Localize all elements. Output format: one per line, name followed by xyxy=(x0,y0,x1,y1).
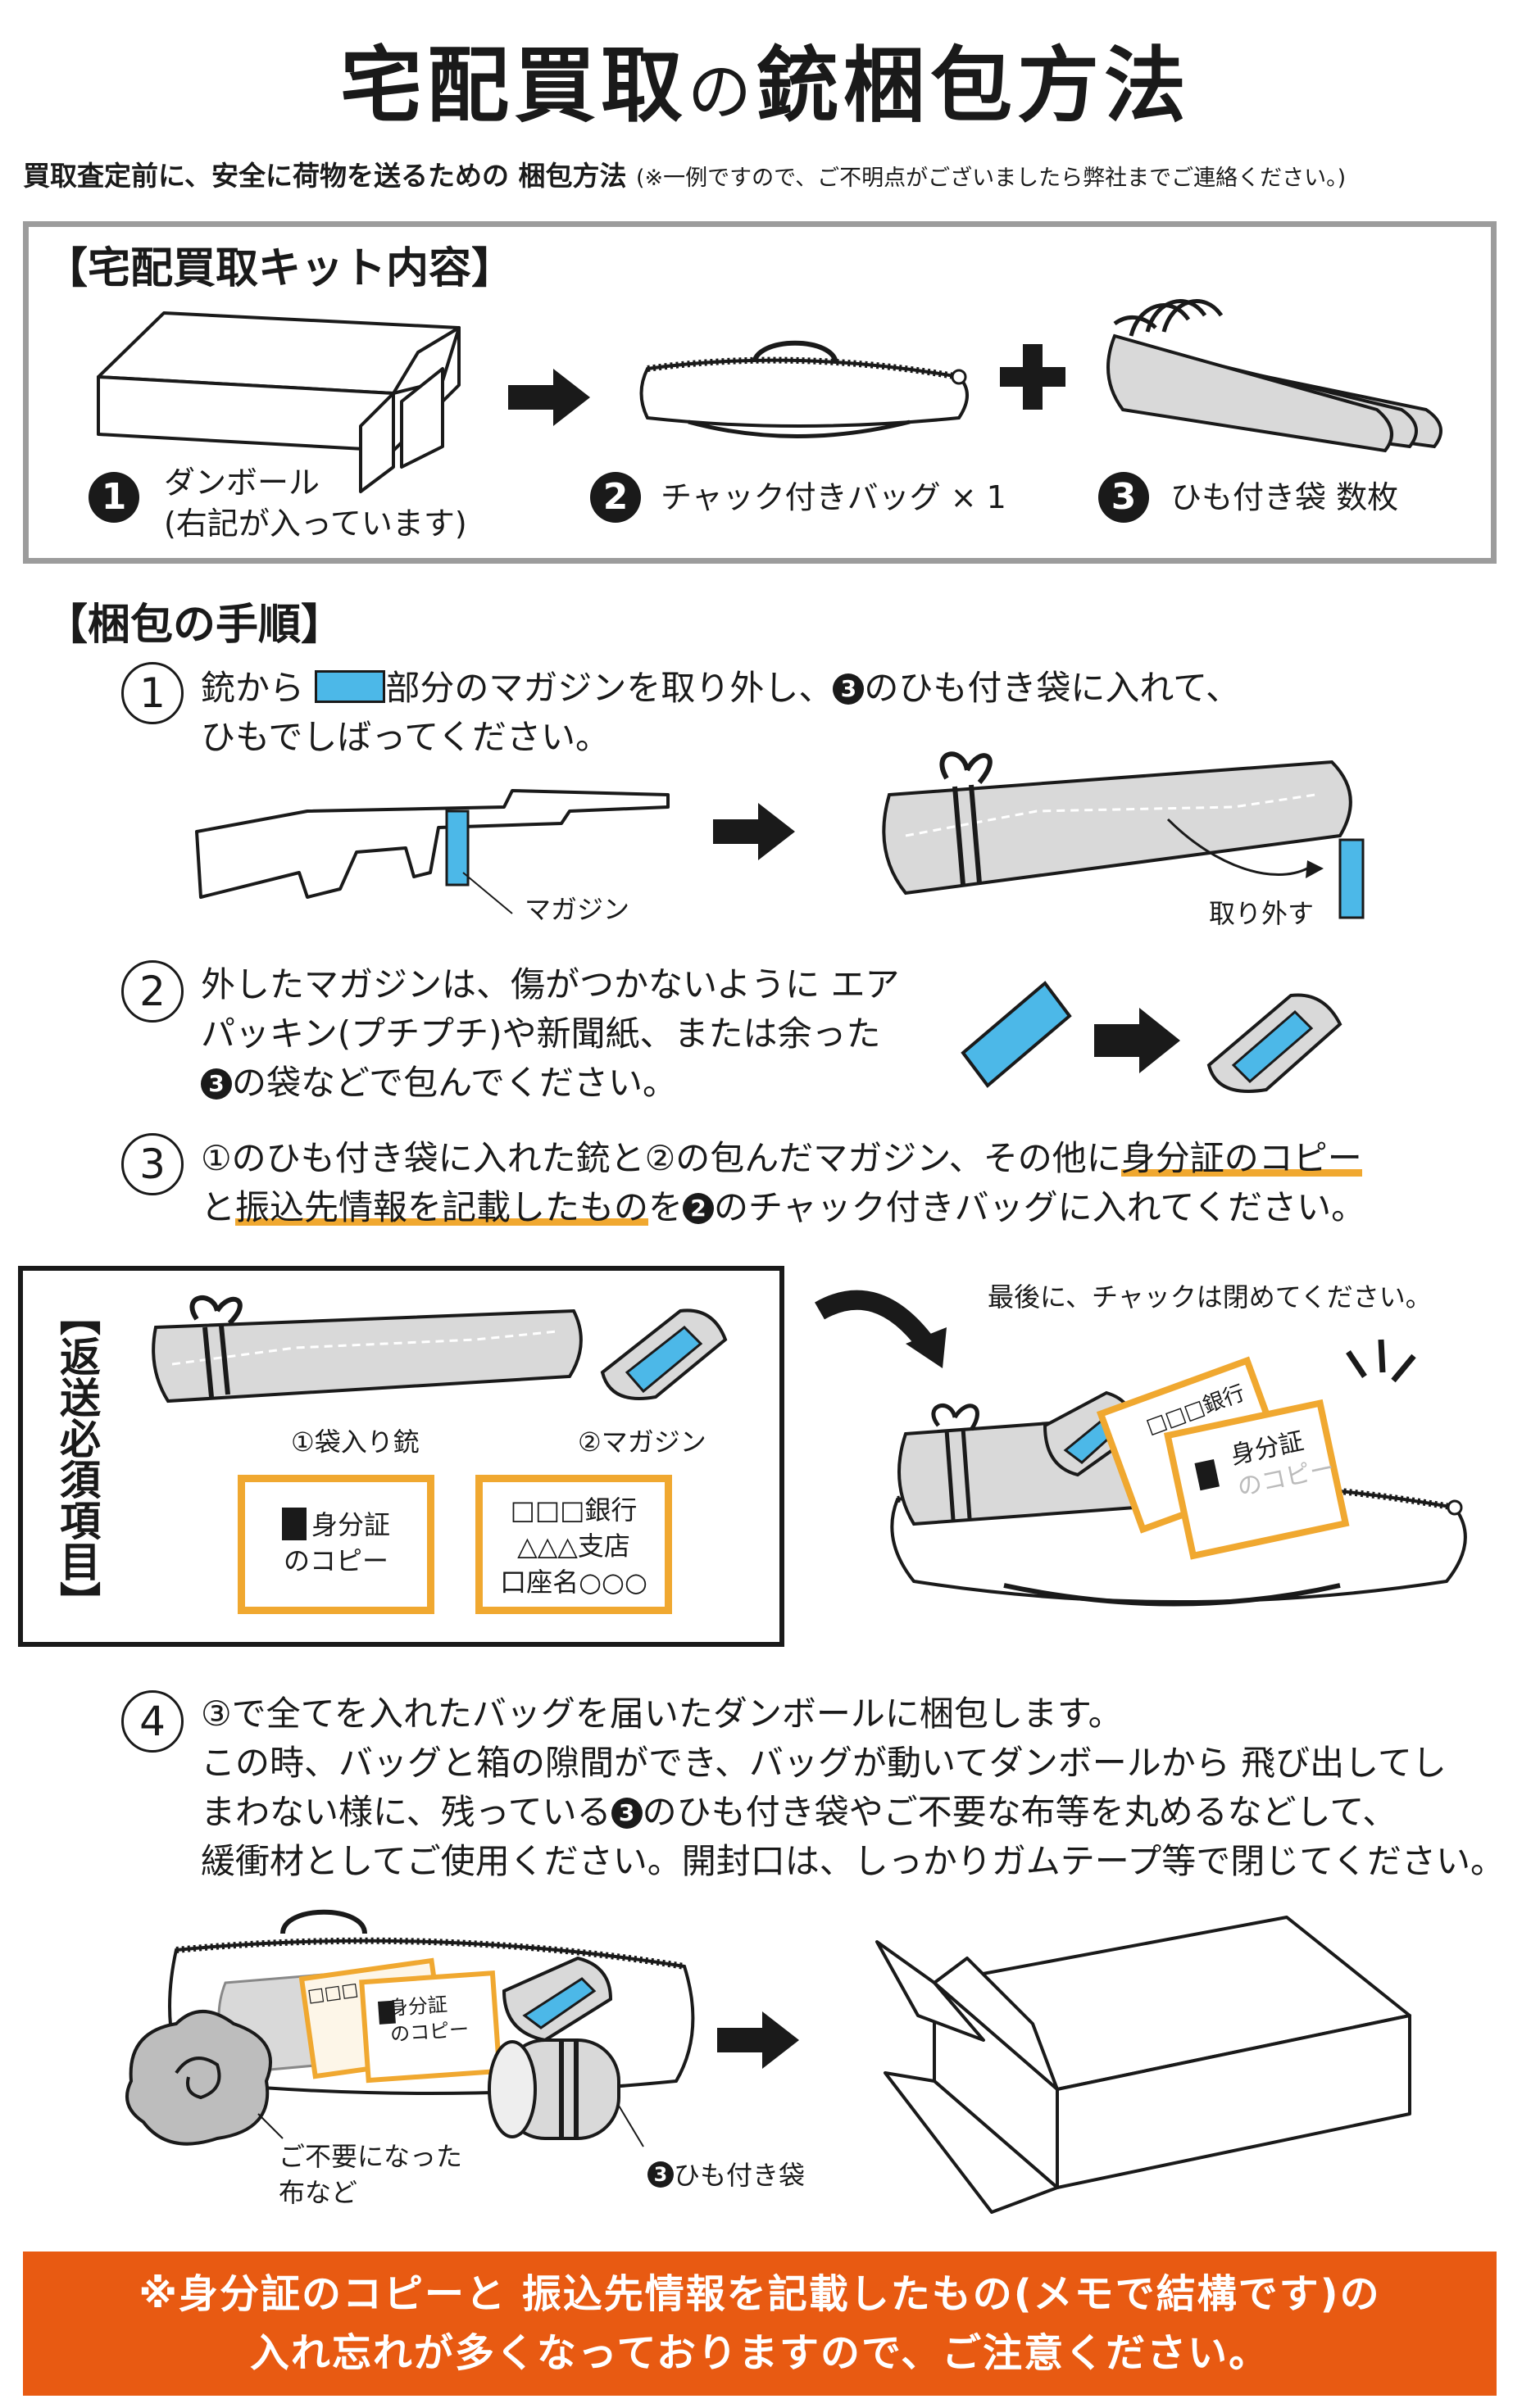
magazine-caption: マガジン xyxy=(525,894,630,925)
step-2-text-line3: の袋などで包んでください。 xyxy=(232,1063,678,1103)
subtitle-text: 買取査定前に、安全に荷物を送るための 梱包方法 xyxy=(23,160,627,192)
return-required-box xyxy=(18,1266,784,1647)
sealed-cardboard-box-icon xyxy=(875,1916,1411,2214)
step-3-text: ①のひも付き袋に入れた銃と②の包んだマガジン、その他に身分証のコピー と振込先情… xyxy=(201,1134,1365,1232)
subtitle-note: (※一例ですので、ご不明点がございましたら弊社までご連絡ください。) xyxy=(636,166,1347,191)
step-3-number: 3 xyxy=(121,1133,184,1195)
close-zipper-note: 最後に、チャックは閉めてください。 xyxy=(988,1281,1432,1313)
step-4-text-line2: この時、バッグと箱の隙間ができ、バッグが動いてダンボールから 飛び出してし xyxy=(201,1743,1447,1783)
zipper-bag-icon xyxy=(639,340,969,438)
kit-label-sub: (右記が入っています) xyxy=(164,506,467,542)
kit-item-label-bag: チャック付きバッグ × 1 xyxy=(661,479,1006,515)
page-title: 宅配買取の銃梱包方法 xyxy=(0,33,1531,146)
cardboard-box-icon xyxy=(97,311,461,493)
wrapped-magazine-icon xyxy=(600,1308,728,1400)
return-required-vertical-label: 【返送必須項目】 xyxy=(51,1295,101,1622)
kit-item-cardboard: 1 xyxy=(89,472,139,523)
cloth-caption: ご不要になった 布など xyxy=(279,2138,462,2211)
mini-id-card-text: 身分証 のコピー xyxy=(388,1990,470,2048)
kit-item-num: 3 xyxy=(1098,472,1149,523)
step-3-text-c: を xyxy=(648,1187,684,1227)
person-icon xyxy=(281,1508,307,1540)
step-1-ref-num: 3 xyxy=(833,673,865,705)
kit-item-string-bags: 3 xyxy=(1098,472,1149,523)
cloth-caption-line1: ご不要になった xyxy=(279,2141,463,2172)
warning-banner-line2: 入れ忘れが多くなっておりますので、ご注意ください。 xyxy=(249,2330,1270,2376)
curved-arrow-icon xyxy=(815,1290,947,1368)
step-3-text-d: のチャック付きバッグに入れてください。 xyxy=(714,1187,1366,1227)
step-1-text-a: 銃から xyxy=(201,668,305,708)
step-4-number: 4 xyxy=(121,1690,184,1753)
title-rest: 銃梱包方法 xyxy=(756,38,1191,134)
step-4-text: ③で全てを入れたバッグを届いたダンボールに梱包します。 この時、バッグと箱の隙間… xyxy=(201,1689,1505,1886)
id-card-line1: 身分証 xyxy=(311,1509,390,1540)
kit-item-label-string-bags: ひも付き袋 数枚 xyxy=(1170,479,1399,515)
step-3-ref-num: 2 xyxy=(683,1193,715,1224)
step-3-highlight-id: 身分証のコピー xyxy=(1120,1138,1362,1178)
bagged-gun-icon xyxy=(152,1295,583,1404)
bagged-gun-icon xyxy=(882,751,1365,919)
string-bags-icon xyxy=(1106,299,1442,453)
remove-caption: 取り外す xyxy=(1209,898,1315,929)
step-1-text-c: のひも付き袋に入れて、 xyxy=(864,668,1241,708)
kit-item-num: 2 xyxy=(590,472,641,523)
step-4-text-a: まわない様に、残っている xyxy=(201,1792,611,1832)
packed-bag-icon xyxy=(890,1339,1467,1607)
bank-card-line1: □□□銀行 xyxy=(510,1494,638,1526)
id-card-line2: のコピー xyxy=(283,1545,388,1576)
step-1-text-b: 部分のマガジンを取り外し、 xyxy=(385,668,834,708)
kit-item-num: 1 xyxy=(89,472,139,523)
magazine-wrap-icon xyxy=(961,981,1342,1093)
kit-contents-box xyxy=(23,221,1497,564)
gun-caption: ①袋入り銃 xyxy=(291,1426,420,1458)
bank-card-line2: △△△支店 xyxy=(517,1531,630,1562)
kit-heading: 【宅配買取キット内容】 xyxy=(45,244,515,293)
string-bag-ref-num: 3 xyxy=(647,2161,674,2188)
step-1-text-line2: ひもでしばってください。 xyxy=(201,717,610,757)
step-3-highlight-bank: 振込先情報を記載したもの xyxy=(235,1187,649,1227)
step-2-text: 外したマガジンは、傷がつかないように エア パッキン(プチプチ)や新聞紙、または… xyxy=(201,960,900,1108)
kit-label-main: ダンボール xyxy=(164,465,320,501)
step-4-text-line1: ③で全てを入れたバッグを届いたダンボールに梱包します。 xyxy=(201,1694,1123,1734)
mini-id-card-line2: のコピー xyxy=(389,2017,470,2047)
step-3-text-b: と xyxy=(201,1187,236,1227)
arrow-right-icon xyxy=(717,2011,799,2069)
kit-item-label-cardboard: ダンボール (右記が入っています) xyxy=(164,462,467,544)
warning-banner: ※身分証のコピーと 振込先情報を記載したもの(メモで結構です)の 入れ忘れが多く… xyxy=(23,2252,1497,2396)
step-4-text-line4: 緩衝材としてご使用ください。開封口は、しっかりガムテープ等で閉じてください。 xyxy=(201,1841,1505,1881)
title-main: 宅配買取 xyxy=(339,38,688,134)
arrow-right-icon xyxy=(508,369,590,426)
rifle-icon xyxy=(195,789,670,914)
return-required-heading: 【返送必須項目】 xyxy=(53,1295,101,1622)
magazine-swatch xyxy=(315,670,386,703)
plus-icon xyxy=(1000,344,1065,410)
subtitle: 買取査定前に、安全に荷物を送るための 梱包方法 (※一例ですので、ご不明点がござ… xyxy=(23,154,1346,193)
step-2-number: 2 xyxy=(121,960,184,1023)
steps-heading: 【梱包の手順】 xyxy=(45,601,344,650)
step-4-text-b: のひも付き袋やご不要な布等を丸めるなどして、 xyxy=(642,1792,1397,1832)
arrow-right-icon xyxy=(713,803,795,860)
step-4-ref-num: 3 xyxy=(611,1798,643,1829)
bank-card-line3: 口座名○○○ xyxy=(500,1567,647,1598)
warning-banner-line1: ※身分証のコピーと 振込先情報を記載したもの(メモで結構です)の xyxy=(139,2271,1381,2317)
step-1-number: 1 xyxy=(121,662,184,724)
bag-with-cushioning-icon xyxy=(125,1909,695,2147)
step-2-text-line2: パッキン(プチプチ)や新聞紙、または余った xyxy=(201,1014,881,1054)
id-copy-card: 身分証 のコピー xyxy=(238,1475,434,1614)
step-2-ref-num: 3 xyxy=(201,1068,232,1100)
cloth-caption-line2: 布など xyxy=(279,2177,358,2208)
step-2-text-line1: 外したマガジンは、傷がつかないように エア xyxy=(201,964,900,1004)
step-3-text-a: ①のひも付き袋に入れた銃と②の包んだマガジン、その他に xyxy=(201,1138,1121,1178)
title-particle: の xyxy=(687,56,756,129)
magazine-caption: ②マガジン xyxy=(578,1426,706,1458)
kit-item-bag: 2 xyxy=(590,472,641,523)
string-bag-caption-text: ひも付き袋 xyxy=(674,2160,806,2191)
bank-info-card: □□□銀行 △△△支店 口座名○○○ xyxy=(475,1475,672,1614)
